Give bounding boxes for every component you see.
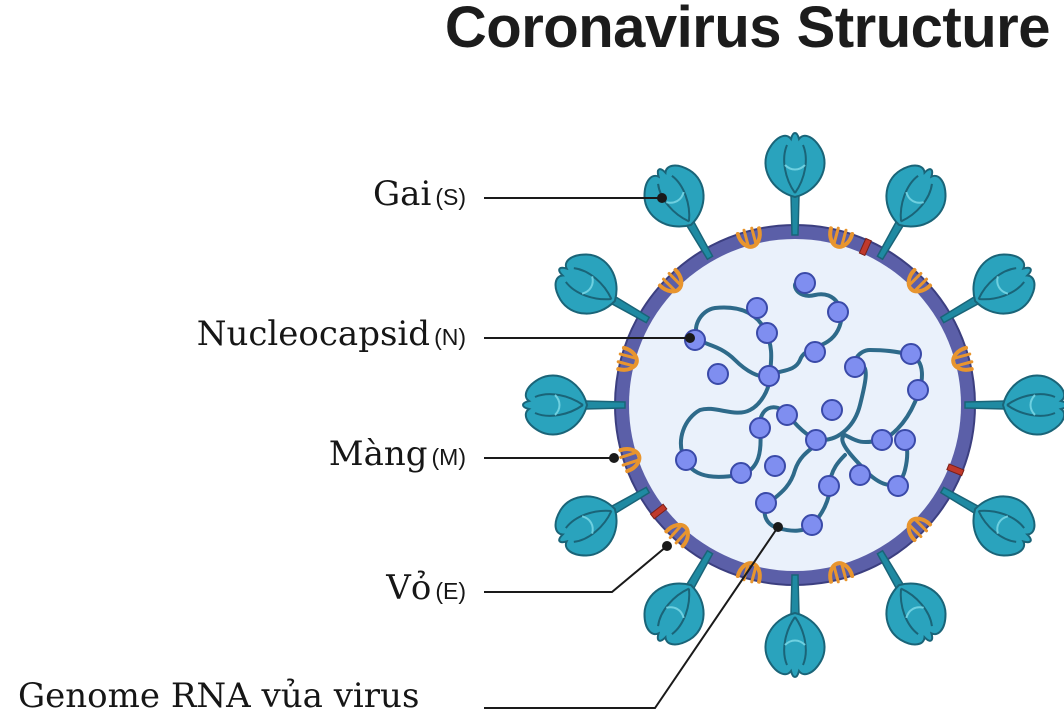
- label-membrane-name: Màng: [328, 434, 428, 474]
- nucleocapsid-bead: [849, 464, 871, 486]
- spike-protein: [964, 374, 1064, 436]
- nucleocapsid-bead: [907, 379, 929, 401]
- nucleocapsid-bead: [755, 492, 777, 514]
- nucleocapsid-bead: [801, 514, 823, 536]
- label-nucleocapsid-abbr: (N): [434, 324, 466, 350]
- label-genome-rna-name: Genome RNA vủa virus: [18, 676, 420, 716]
- label-membrane: Màng(M): [329, 434, 466, 474]
- leader-line-envelope: [484, 545, 668, 593]
- label-spike-name: Gai: [373, 174, 432, 214]
- leader-dot-nucleocapsid: [685, 333, 695, 343]
- label-nucleocapsid: Nucleocapsid(N): [197, 314, 466, 354]
- nucleocapsid-bead: [746, 297, 768, 319]
- spike-protein: [764, 574, 826, 678]
- label-spike: Gai(S): [373, 174, 466, 214]
- nucleocapsid-bead: [827, 301, 849, 323]
- nucleocapsid-bead: [675, 449, 697, 471]
- nucleocapsid-bead: [749, 417, 771, 439]
- nucleocapsid-bead: [776, 404, 798, 426]
- leader-lines: [484, 197, 779, 709]
- leader-dots: [609, 193, 783, 551]
- label-genome-rna: Genome RNA vủa virus: [18, 676, 419, 716]
- nucleocapsid-bead: [756, 322, 778, 344]
- leader-dot-membrane: [609, 453, 619, 463]
- leader-dot-spike: [657, 193, 667, 203]
- label-spike-abbr: (S): [435, 184, 466, 210]
- leader-dot-envelope: [662, 541, 672, 551]
- page-title: Coronavirus Structure: [444, 0, 1051, 60]
- nucleocapsid-bead: [730, 462, 752, 484]
- nucleocapsid-bead: [758, 365, 780, 387]
- nucleocapsid-bead: [794, 272, 816, 294]
- virus-interior: [629, 239, 961, 571]
- nucleocapsid-bead: [764, 455, 786, 477]
- nucleocapsid-bead: [805, 429, 827, 451]
- nucleocapsid-bead: [804, 341, 826, 363]
- nucleocapsid-bead: [900, 343, 922, 365]
- leader-line-rna: [484, 526, 779, 709]
- label-envelope: Vỏ(E): [386, 568, 466, 608]
- nucleocapsid-bead: [707, 363, 729, 385]
- spike-protein: [522, 374, 626, 436]
- nucleocapsid-bead: [844, 356, 866, 378]
- leader-dot-rna: [773, 522, 783, 532]
- spike-protein: [764, 132, 826, 236]
- nucleocapsid-bead: [871, 429, 893, 451]
- nucleocapsid-beads: [675, 272, 929, 536]
- nucleocapsid-bead: [894, 429, 916, 451]
- nucleocapsid-bead: [818, 475, 840, 497]
- nucleocapsid-bead: [887, 475, 909, 497]
- label-nucleocapsid-name: Nucleocapsid: [196, 314, 431, 354]
- label-membrane-abbr: (M): [431, 444, 466, 470]
- nucleocapsid-bead: [821, 399, 843, 421]
- label-envelope-name: Vỏ: [386, 568, 432, 608]
- label-envelope-abbr: (E): [435, 578, 466, 604]
